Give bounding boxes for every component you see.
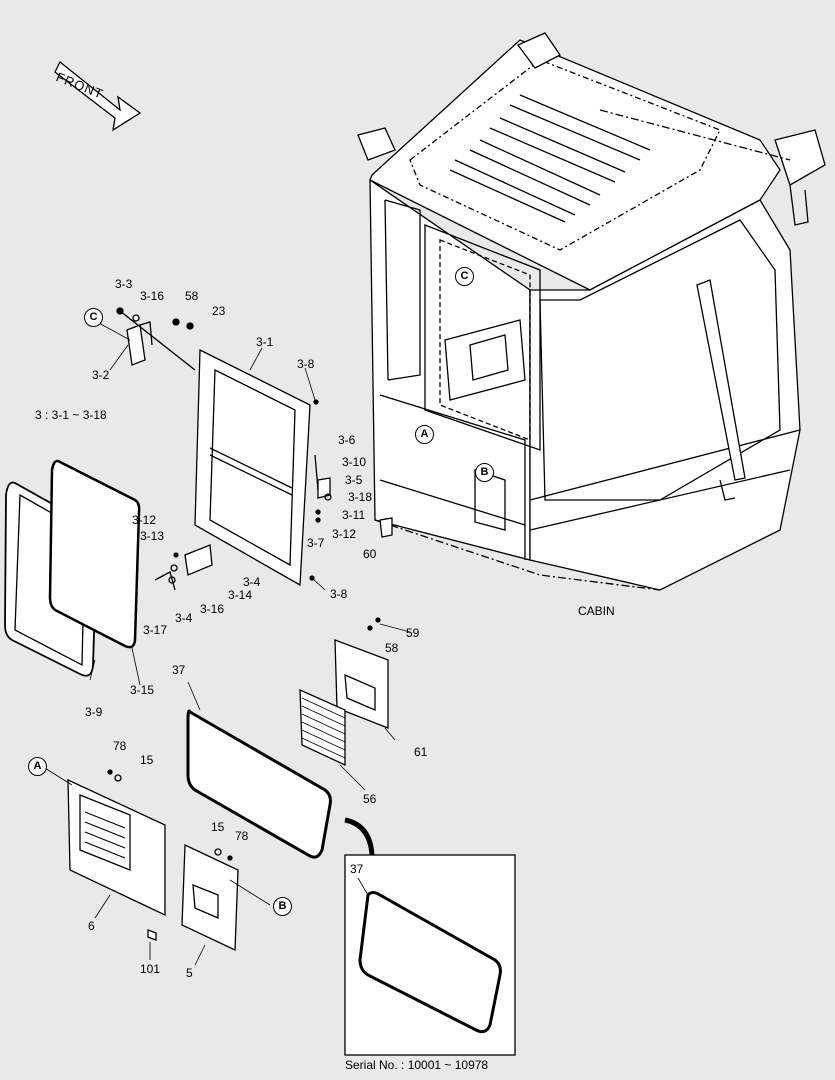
part-label: 60 (363, 547, 377, 561)
part-label: 3-6 (338, 433, 356, 447)
part-label: 15 (140, 753, 154, 767)
cabin-assembly (357, 32, 826, 591)
part-label: 5 (186, 966, 193, 980)
callout-c-cabin: C (455, 267, 474, 286)
part-label: 78 (113, 739, 127, 753)
callout-b: B (273, 897, 292, 916)
part-label: 3-8 (297, 357, 315, 371)
seal-37 (186, 709, 332, 859)
part-label: 15 (211, 820, 225, 834)
part-label: 3-11 (342, 508, 366, 522)
part-label: 3-1 (256, 335, 274, 349)
range-note: 3 : 3-1 ~ 3-18 (35, 408, 107, 422)
part-label: 3-15 (130, 683, 155, 697)
part-label: 3-3 (115, 277, 133, 291)
part-label: 101 (140, 962, 161, 976)
part-label: 59 (406, 626, 420, 640)
cabin-label: CABIN (578, 604, 615, 618)
front-arrow (54, 60, 142, 132)
callout-c: C (84, 308, 103, 327)
part-label: 3-12 (332, 527, 357, 541)
part-label: 3-5 (345, 473, 363, 487)
serial-number: Serial No. : 10001 ~ 10978 (345, 1058, 489, 1072)
callout-b-cabin: B (475, 463, 494, 482)
part-label: 3-12 (132, 513, 157, 527)
callout-a-cabin: A (415, 425, 434, 444)
part-label: 37 (172, 663, 186, 677)
part-label: 3-17 (143, 623, 168, 637)
part-label: 3-14 (228, 588, 253, 602)
part-label: 3-16 (200, 602, 225, 616)
part-label: 78 (235, 829, 249, 843)
callout-a: A (28, 757, 47, 776)
filter-56 (299, 688, 346, 767)
part-label: 3-13 (140, 529, 165, 543)
part-label: 3-16 (140, 289, 165, 303)
part-label: 3-4 (175, 611, 193, 625)
part-label: 3-9 (85, 705, 103, 719)
part-label: 3-8 (330, 587, 348, 601)
panel-6 (67, 778, 166, 917)
part-label: 23 (212, 304, 226, 318)
part-label: 3-18 (348, 490, 373, 504)
part-label: 3-7 (307, 536, 325, 550)
part-label: 37 (350, 862, 364, 876)
part-label: 3-2 (92, 368, 110, 382)
seal-3-15 (48, 459, 141, 649)
part-label: 3-10 (342, 455, 367, 469)
part-label: 6 (88, 919, 95, 933)
part-label: 61 (414, 745, 428, 759)
part-label: 56 (363, 792, 377, 806)
panel-5 (181, 843, 239, 952)
part-label: 58 (185, 289, 199, 303)
part-label: 3-4 (243, 575, 261, 589)
door-frame-3-1 (194, 348, 311, 587)
part-label: 58 (385, 641, 399, 655)
hinge-3-2 (126, 324, 146, 366)
